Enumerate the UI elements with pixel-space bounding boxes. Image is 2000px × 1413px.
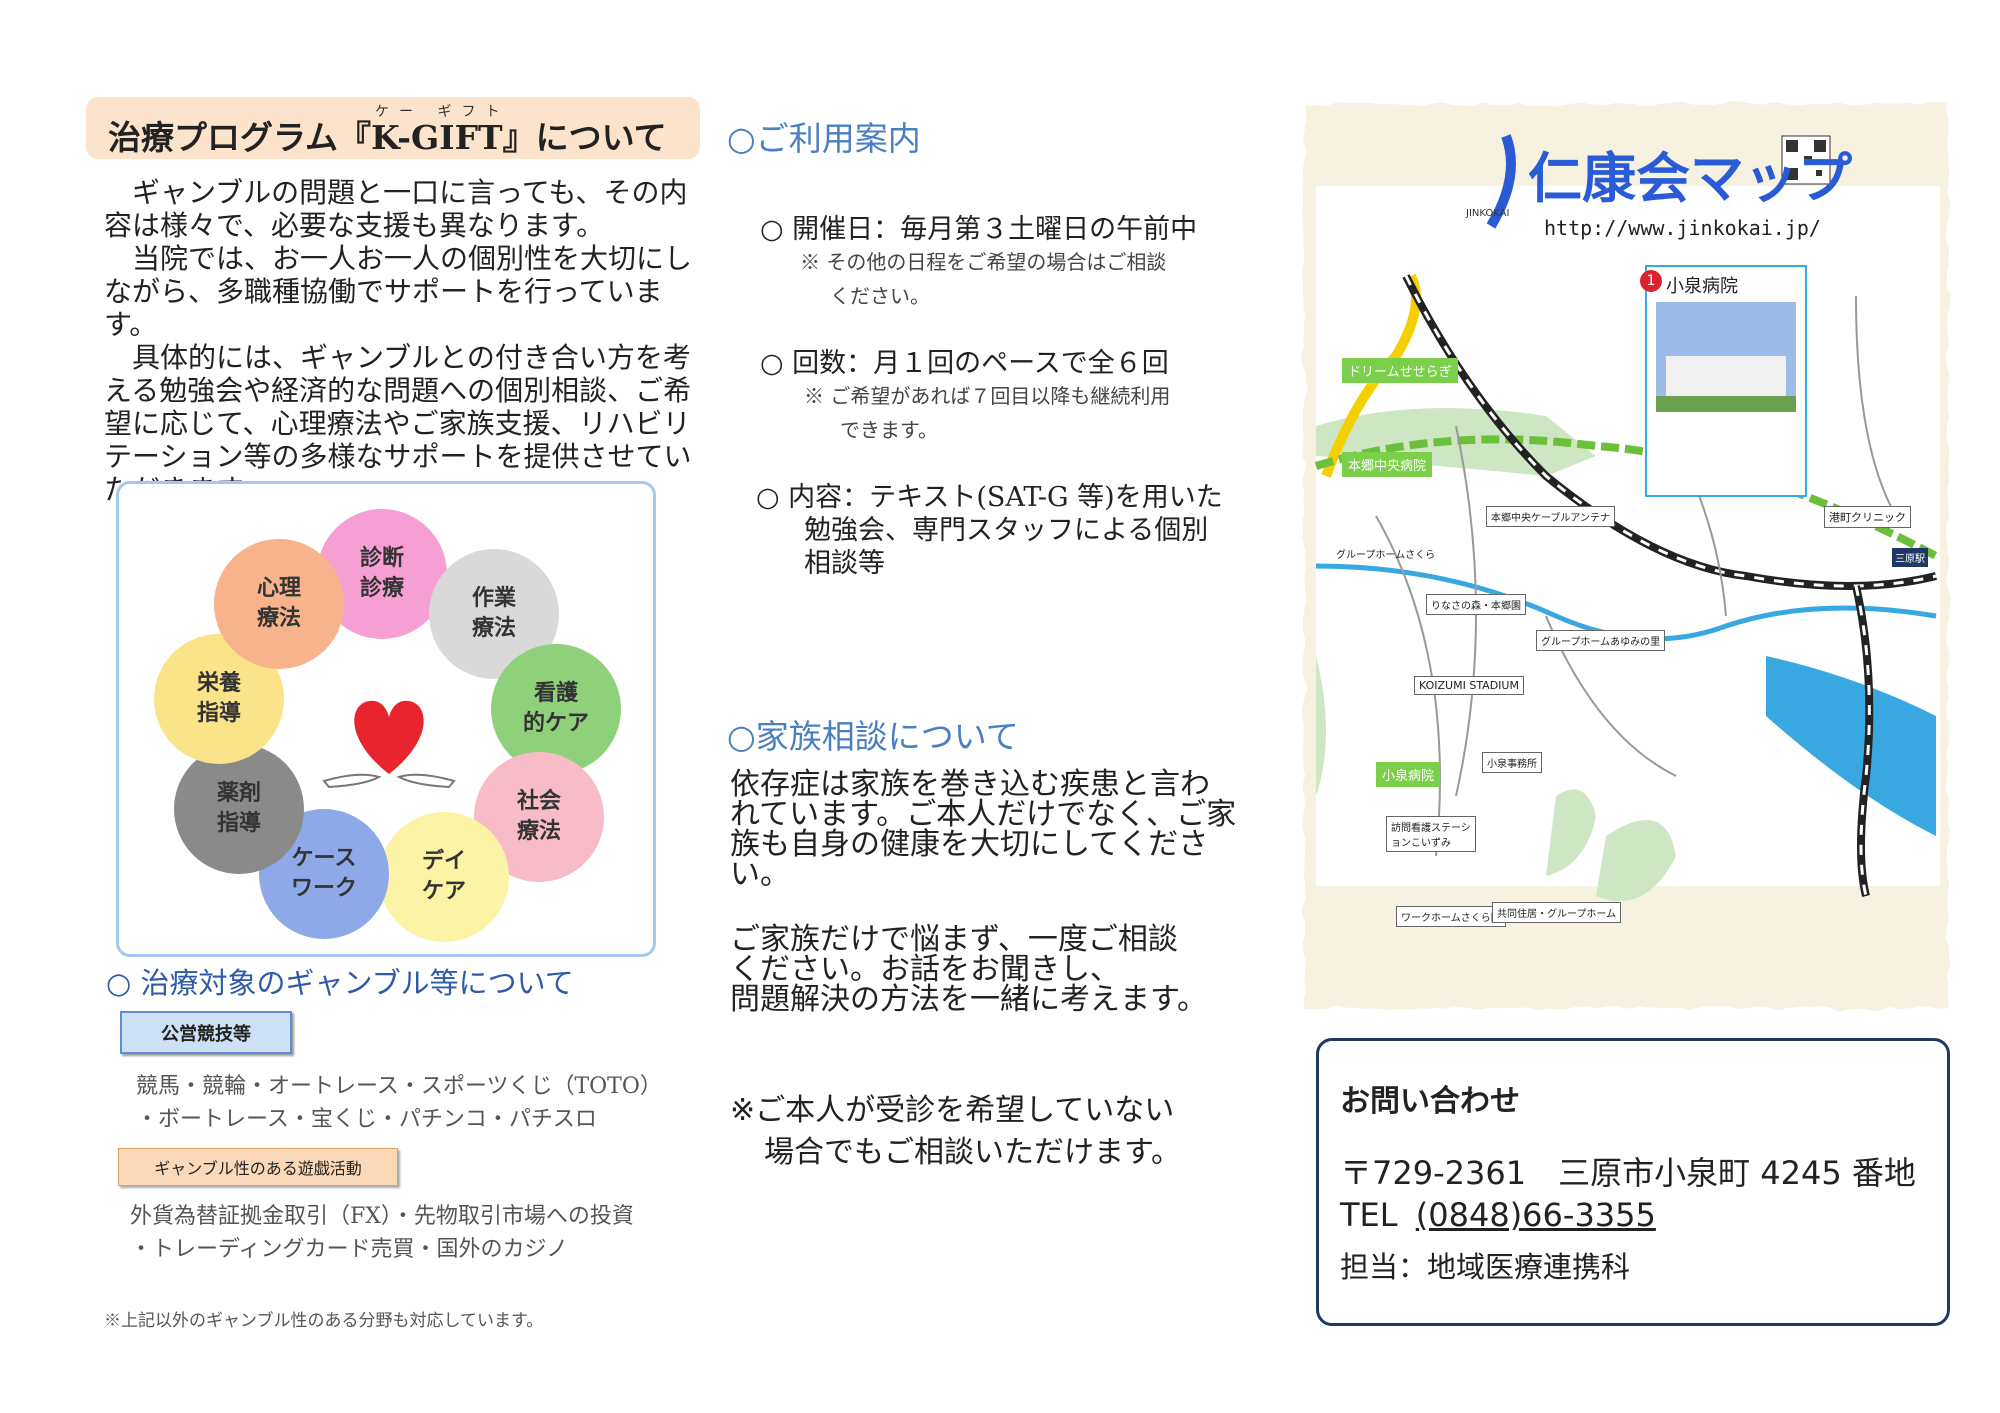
family-heading: ○家族相談について <box>727 717 1019 756</box>
map-label-ayumi: グループホームあゆみの里 <box>1536 630 1666 651</box>
map-url: http://www.jinkokai.jp/ <box>1544 216 1821 240</box>
qr-code-icon <box>1781 135 1831 185</box>
family-note: ※ご本人が受診を希望していない 場合でもご相談いただけます。 <box>730 1090 1290 1174</box>
map-label-gh-sakura: グループホームさくら <box>1336 550 1436 561</box>
circle-casework: ケース ワーク <box>259 809 389 939</box>
other-gambling-line-1: 外貨為替証拠金取引（FX）・先物取引市場への投資 <box>130 1204 634 1229</box>
usage-count: ○ 回数：月１回のペースで全６回 <box>760 348 1169 379</box>
family-para1-line-2: れています。ご本人だけでなく、ご家 <box>730 797 1237 832</box>
contact-tel-label: TEL <box>1340 1196 1398 1234</box>
map-label-rinasa: りなさの森・本郷園 <box>1426 594 1526 615</box>
other-gambling-badge: ギャンブル性のある遊戯活動 <box>118 1148 398 1186</box>
public-sports-list: 競馬・競輪・オートレース・スポーツくじ（TOTO） ・ボートレース・宝くじ・パチ… <box>136 1070 662 1136</box>
family-note-line-2: 場合でもご相談いただけます。 <box>764 1135 1181 1170</box>
family-paragraph-1: 依存症は家族を巻き込む疾患と言わ れています。ご本人だけでなく、ご家 族も自身の… <box>730 770 1290 890</box>
intro-text: ギャンブルの問題と一口に言っても、その内容は様々で、必要な支援も異なります。 当… <box>104 176 714 506</box>
family-para1-line-3: 族も自身の健康を大切にしてくださ <box>730 827 1209 862</box>
family-para2-line-3: 問題解決の方法を一緒に考えます。 <box>730 982 1207 1017</box>
other-gambling-list: 外貨為替証拠金取引（FX）・先物取引市場への投資 ・トレーディングカード売買・国… <box>130 1200 634 1266</box>
map-label-work-home: ワークホームさくら園 <box>1396 906 1506 927</box>
page-title: 治療プログラム『K-GIFT』について <box>108 118 667 157</box>
map-label-koizumi: 小泉病院 <box>1376 762 1441 787</box>
family-para2-line-1: ご家族だけで悩まず、一度ご相談 <box>730 922 1178 957</box>
usage-date-note-2: ください。 <box>830 284 930 308</box>
family-para1-line-1: 依存症は家族を巻き込む疾患と言わ <box>730 767 1210 802</box>
circle-medication: 薬剤 指導 <box>174 744 304 874</box>
circle-nursing: 看護 的ケア <box>491 644 621 774</box>
circle-daycare: デイ ケア <box>379 812 509 942</box>
map-label-dream: ドリームせせらぎ <box>1342 358 1458 383</box>
treatment-diagram: 診断 診療 作業 療法 看護 的ケア 社会 療法 デイ ケア ケース ワーク 薬… <box>116 481 656 957</box>
contact-box <box>1316 1038 1950 1326</box>
map-title: 仁康会マップ <box>1528 147 1852 210</box>
usage-date: ○ 開催日：毎月第３土曜日の午前中 <box>760 214 1198 245</box>
family-para2-line-2: ください。お話をお聞きし、 <box>730 952 1120 987</box>
circle-psychology: 心理 療法 <box>214 539 344 669</box>
usage-date-note-1: ※ その他の日程をご希望の場合はご相談 <box>800 250 1167 274</box>
contact-person: 担当：地域医療連携科 <box>1340 1250 1631 1284</box>
public-sports-line-1: 競馬・競輪・オートレース・スポーツくじ（TOTO） <box>136 1074 662 1099</box>
intro-para-3: 具体的には、ギャンブルとの付き合い方を考える勉強会や経済的な問題への個別相談、ご… <box>104 341 692 506</box>
usage-content-cont-1: 勉強会、専門スタッフによる個別 <box>804 515 1209 546</box>
intro-para-1: ギャンブルの問題と一口に言っても、その内容は様々で、必要な支援も異なります。 <box>104 176 688 242</box>
facility-map: 仁康会マップ JINKOKAI http://www.jinkokai.jp/ … <box>1296 96 1956 1016</box>
intro-para-2: 当院では、お一人お一人の個別性を大切にしながら、多職種協働でサポートを行っていま… <box>104 242 693 341</box>
map-label-clinic: 港町クリニック <box>1824 506 1911 528</box>
map-label-station: 三原駅 <box>1892 548 1928 567</box>
family-note-line-1: ※ご本人が受診を希望していない <box>730 1093 1175 1128</box>
map-label-cable: 本郷中央ケーブルアンテナ <box>1486 506 1615 527</box>
targets-heading: ○ 治療対象のギャンブル等について <box>106 966 574 1000</box>
map-label-hongo-hospital: 本郷中央病院 <box>1342 452 1433 477</box>
usage-heading: ○ご利用案内 <box>727 119 921 158</box>
public-sports-line-2: ・ボートレース・宝くじ・パチンコ・パチスロ <box>136 1107 597 1132</box>
other-gambling-line-2: ・トレーディングカード売買・国外のカジノ <box>130 1237 569 1262</box>
family-para1-line-4: い。 <box>730 857 790 892</box>
usage-count-note-1: ※ ご希望があれば７回目以降も継続利用 <box>804 384 1171 408</box>
map-org: JINKOKAI <box>1466 208 1510 219</box>
map-label-stadium: KOIZUMI STADIUM <box>1414 676 1524 695</box>
map-label-visiting: 訪問看護ステーションこいずみ <box>1386 816 1476 852</box>
title-banner <box>86 97 700 159</box>
footnote: ※上記以外のギャンブル性のある分野も対応しています。 <box>104 1311 544 1331</box>
usage-content-cont-2: 相談等 <box>804 548 885 579</box>
map-hospital-photo-label: 小泉病院 <box>1666 276 1738 297</box>
map-label-group-home: 共同住居・グループホーム <box>1492 902 1622 923</box>
contact-title: お問い合わせ <box>1340 1084 1520 1119</box>
contact-tel-link[interactable]: (0848)66-3355 <box>1415 1196 1656 1234</box>
usage-count-note-2: できます。 <box>840 418 938 442</box>
map-hospital-pin: 1 <box>1640 270 1662 292</box>
contact-address: 〒729-2361 三原市小泉町 4245 番地 <box>1340 1154 1916 1192</box>
heart-hands-icon <box>322 700 456 789</box>
public-sports-badge: 公営競技等 <box>120 1011 292 1054</box>
title-ruby: ケー ギフト <box>375 104 510 120</box>
usage-content: ○ 内容：テキスト(SAT-G 等)を用いた <box>756 482 1223 513</box>
family-paragraph-2: ご家族だけで悩まず、一度ご相談 ください。お話をお聞きし、 問題解決の方法を一緒… <box>730 925 1290 1015</box>
map-label-office: 小泉事務所 <box>1482 752 1542 773</box>
contact-tel-row: TEL (0848)66-3355 <box>1340 1196 1656 1234</box>
